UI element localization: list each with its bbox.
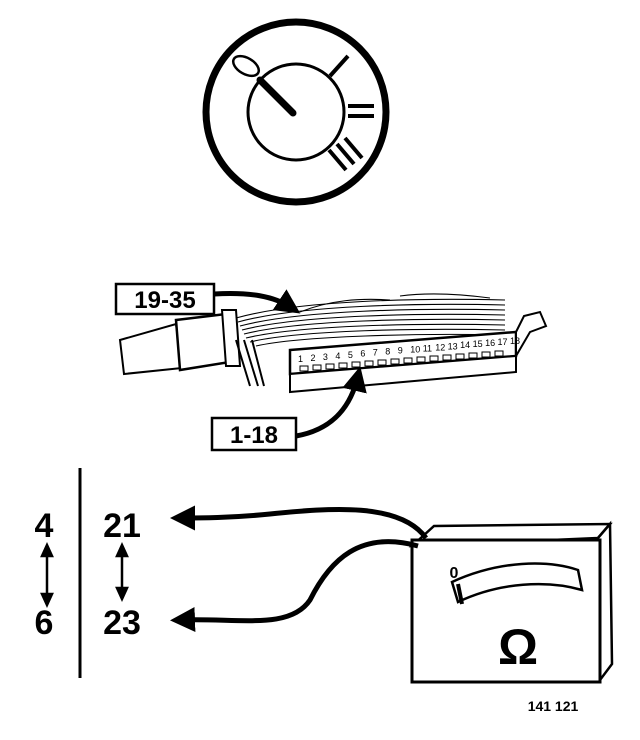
connector-pin-number: 9 [398,346,403,356]
connector-pin-number: 4 [335,351,340,361]
figure-number: 141 121 [528,698,579,714]
ohmmeter-front [410,538,602,684]
connector-pin-number: 17 [498,337,508,347]
ohmmeter: 0 Ω [408,520,614,684]
connector-pin-number: 8 [385,347,390,357]
arrow-1-18 [295,366,367,439]
pin-right-bottom: 23 [103,604,141,642]
connector-pin-slots [299,350,504,372]
connector-pin-number: 12 [435,342,445,352]
test-lead-bottom [170,539,419,632]
pin-left-bottom: 6 [35,604,54,642]
switch-mark-I [328,54,350,78]
connector-pin-number: 16 [485,338,495,348]
switch-inner-ring [246,62,346,162]
ignition-switch: 0 [202,18,390,206]
connector-pin-number: 15 [473,339,483,349]
label-1-18: 1-18 [210,416,298,452]
connector-pin-number: 3 [323,352,328,362]
ohmmeter-scale [450,562,584,604]
arrow-19-35 [213,289,301,314]
ohm-symbol: Ω [498,619,538,675]
label-19-35: 19-35 [114,282,216,316]
switch-mark-III [327,136,364,172]
connector-pin-number: 11 [423,343,432,353]
connector-pin-number: 14 [460,340,470,350]
switch-mark-II [348,104,374,118]
test-lead-top [170,505,429,540]
connector-pin-number: 10 [410,345,420,355]
connector-pin-number: 5 [348,350,353,360]
ohmmeter-needle [456,583,464,605]
pin-right-top: 21 [103,507,141,545]
switch-key-icon [231,54,297,117]
left-double-arrow-icon [40,541,54,609]
pin-table: 4 6 21 23 [35,468,141,678]
connector-pin-number: 6 [360,349,365,359]
connector-pin-number: 13 [448,341,458,351]
label-19-35-text: 19-35 [134,287,195,314]
label-1-18-text: 1-18 [230,422,278,449]
connector-pin-number: 2 [311,353,316,363]
connector-pin-number: 7 [373,348,378,358]
pin-left-top: 4 [35,507,54,545]
harness-wires [235,293,506,347]
connector-pin-number: 18 [510,336,520,346]
right-double-arrow-icon [115,541,129,603]
harness-cable [118,322,184,376]
connector-pin-number: 1 [298,354,303,364]
ohmmeter-zero-label: 0 [450,565,459,582]
